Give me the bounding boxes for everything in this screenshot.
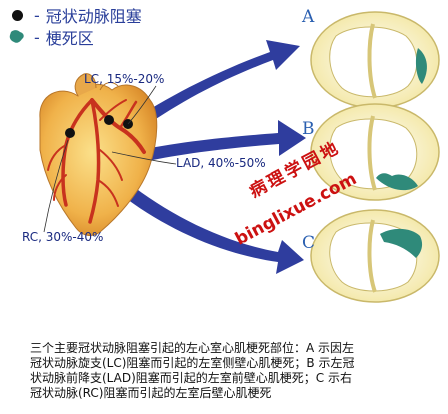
caption-line: 状动脉前降支(LAD)阻塞而引起的左室前壁心肌梗死；C 示右 (30, 371, 352, 385)
caption-line: 三个主要冠状动脉阻塞引起的左心室心肌梗死部位：A 示因左 (30, 341, 355, 355)
arrow-to-b (140, 120, 306, 162)
caption-line: 冠状动脉(RC)阻塞而引起的左室后壁心肌梗死 (30, 386, 272, 400)
label-rc: RC, 30%-40% (22, 230, 104, 244)
legend-occlusion: - 冠状动脉阻塞 (6, 4, 142, 26)
section-b (310, 103, 440, 201)
occlusion-rc-dot (65, 128, 75, 138)
legend-infarct: - 梗死区 (6, 26, 142, 48)
arrow-to-a (125, 40, 300, 135)
occlusion-dot-icon (6, 6, 28, 24)
legend: - 冠状动脉阻塞 - 梗死区 (6, 4, 142, 48)
label-lc: LC, 15%-20% (84, 72, 165, 86)
section-a (310, 11, 440, 109)
legend-infarct-label: 梗死区 (45, 29, 94, 48)
caption-line: 冠状动脉旋支(LC)阻塞而引起的左室侧壁心肌梗死；B 示左冠 (30, 356, 355, 370)
legend-dash: - (34, 27, 40, 47)
infarct-blob-icon (6, 28, 28, 46)
section-c-letter: C (302, 233, 316, 253)
occlusion-lad-dot (104, 115, 114, 125)
legend-dash: - (34, 5, 40, 25)
legend-occlusion-label: 冠状动脉阻塞 (45, 7, 142, 26)
leader-lines (43, 85, 177, 233)
caption: 三个主要冠状动脉阻塞引起的左心室心肌梗死部位：A 示因左 冠状动脉旋支(LC)阻… (30, 341, 440, 401)
section-a-letter: A (302, 7, 315, 27)
section-b-letter: B (302, 119, 315, 139)
label-lad: LAD, 40%-50% (176, 156, 266, 170)
section-c (310, 209, 440, 303)
